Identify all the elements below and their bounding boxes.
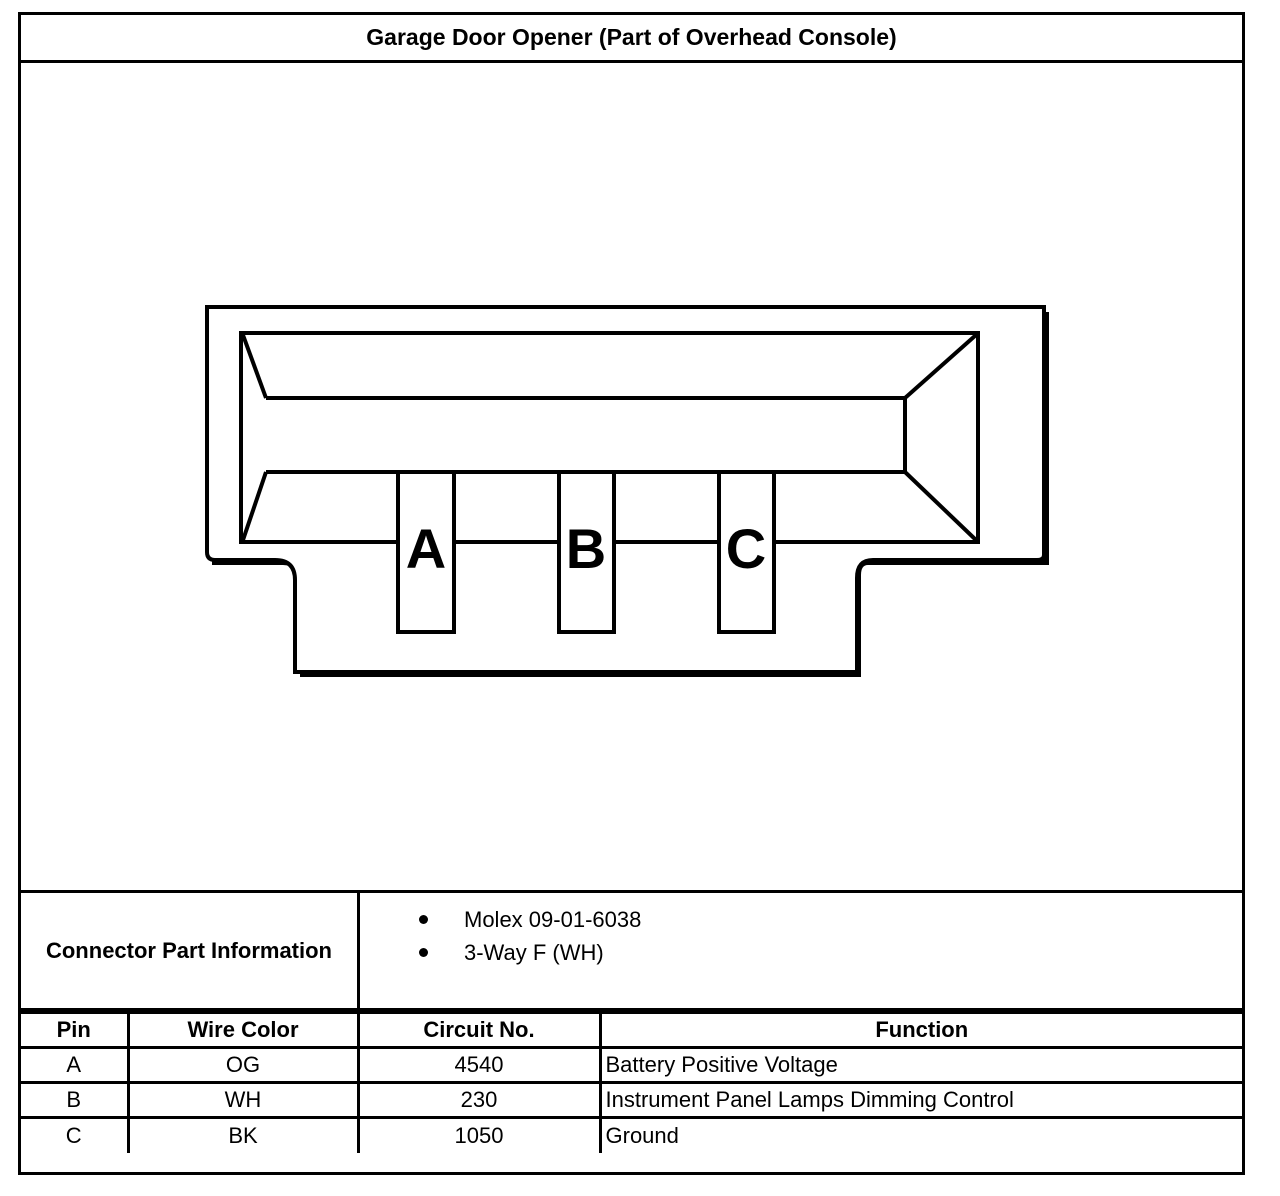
connector-cavity bbox=[239, 331, 980, 634]
bullet-icon bbox=[419, 915, 428, 924]
cell-wire-color: WH bbox=[126, 1081, 360, 1119]
bevel-bottom-right bbox=[903, 470, 978, 542]
cell-function: Ground bbox=[598, 1116, 1242, 1153]
bevel-top-left bbox=[241, 334, 268, 399]
connector-sheet: Garage Door Opener (Part of Overhead Con… bbox=[18, 12, 1245, 1175]
part-info-item: Molex 09-01-6038 bbox=[360, 903, 1242, 936]
cell-wire-color: OG bbox=[126, 1046, 360, 1084]
connector-face-diagram: A B C bbox=[205, 305, 1049, 677]
connector-part-info: Connector Part Information Molex 09-01-6… bbox=[21, 893, 1242, 1011]
cell-circuit-no: 1050 bbox=[356, 1116, 602, 1153]
table-row: B WH 230 Instrument Panel Lamps Dimming … bbox=[21, 1081, 1242, 1119]
pin-table: Pin Wire Color Circuit No. Function A OG… bbox=[21, 1011, 1242, 1153]
header-function: Function bbox=[598, 1011, 1242, 1049]
cell-wire-color: BK bbox=[126, 1116, 360, 1153]
cell-pin: B bbox=[21, 1081, 130, 1119]
pin-table-header-row: Pin Wire Color Circuit No. Function bbox=[21, 1011, 1242, 1049]
connector-diagram-area: A B C bbox=[21, 60, 1242, 893]
bevel-bottom-left bbox=[241, 471, 268, 541]
header-circuit-no: Circuit No. bbox=[356, 1011, 602, 1049]
pin-label-a: A bbox=[406, 517, 446, 580]
part-info-text: Molex 09-01-6038 bbox=[464, 907, 642, 932]
connector-part-info-label: Connector Part Information bbox=[21, 893, 360, 1008]
cell-pin: C bbox=[21, 1116, 130, 1153]
part-info-text: 3-Way F (WH) bbox=[464, 940, 604, 965]
cell-function: Battery Positive Voltage bbox=[598, 1046, 1242, 1084]
table-row: A OG 4540 Battery Positive Voltage bbox=[21, 1046, 1242, 1084]
cell-circuit-no: 4540 bbox=[356, 1046, 602, 1084]
header-wire-color: Wire Color bbox=[126, 1011, 360, 1049]
connector-part-info-list: Molex 09-01-6038 3-Way F (WH) bbox=[360, 893, 1242, 1008]
header-pin: Pin bbox=[21, 1011, 130, 1049]
bevel-top-right bbox=[903, 333, 978, 400]
pin-label-c: C bbox=[726, 517, 766, 580]
page-title: Garage Door Opener (Part of Overhead Con… bbox=[21, 15, 1242, 63]
part-info-item: 3-Way F (WH) bbox=[360, 936, 1242, 969]
cell-function: Instrument Panel Lamps Dimming Control bbox=[598, 1081, 1242, 1119]
bullet-icon bbox=[419, 948, 428, 957]
pin-label-b: B bbox=[566, 517, 606, 580]
table-row: C BK 1050 Ground bbox=[21, 1116, 1242, 1153]
cell-circuit-no: 230 bbox=[356, 1081, 602, 1119]
cell-pin: A bbox=[21, 1046, 130, 1084]
